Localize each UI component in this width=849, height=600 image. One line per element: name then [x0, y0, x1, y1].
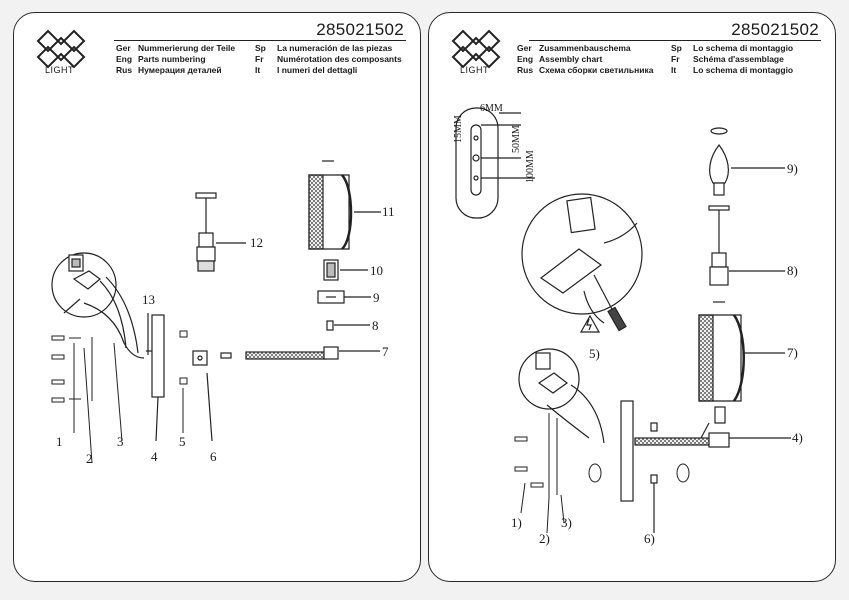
part-8-nut: [326, 320, 370, 331]
label-part-7: 7: [382, 344, 389, 359]
dimension-100mm: 100MM: [525, 150, 536, 183]
bulb: [709, 127, 785, 196]
label-step-8: 8): [787, 263, 798, 278]
label-step-2: 2): [539, 531, 550, 546]
label-step-7: 7): [787, 345, 798, 360]
label-step-1: 1): [511, 515, 522, 530]
electric-warning-icon: [579, 314, 601, 333]
label-step-9: 9): [787, 161, 798, 176]
label-part-11: 11: [382, 204, 395, 219]
part-4-wall-plate: [146, 313, 165, 442]
label-part-3: 3: [117, 434, 124, 449]
header-rule: [529, 40, 821, 41]
wiring-detail-small: [518, 348, 605, 444]
screwdriver-detail: [521, 193, 643, 332]
wiring-detail: [51, 252, 145, 359]
label-part-2: 2: [86, 451, 93, 466]
parts-exploded-drawing: [51, 160, 381, 464]
part-10-holder: [323, 259, 368, 281]
dimension-6mm: 6MM: [480, 103, 503, 114]
label-part-4: 4: [151, 449, 158, 464]
dimension-15mm: 15MM: [453, 115, 464, 143]
logo-text: LIGHT: [460, 65, 490, 75]
part-5-screws: [179, 330, 188, 433]
header-rule: [114, 40, 406, 41]
label-part-1: 1: [56, 434, 63, 449]
label-step-6: 6): [644, 531, 655, 546]
label-part-9: 9: [373, 290, 380, 305]
part-7-arm: [245, 346, 380, 360]
part-11-shade: [308, 160, 381, 250]
label-step-4: 4): [792, 430, 803, 445]
label-step-5: 5): [589, 346, 600, 361]
mounting-plate-dimensions: [455, 107, 535, 219]
mw-light-logo-icon: [36, 29, 86, 69]
label-step-3: 3): [561, 515, 572, 530]
wall-plate-assembly: [620, 400, 791, 533]
part-9-clip: [317, 290, 371, 304]
label-part-13: 13: [142, 292, 155, 307]
mw-light-logo-icon: [451, 29, 501, 69]
article-code: 285021502: [731, 20, 819, 39]
label-part-6: 6: [210, 449, 217, 464]
part-12-socket: [195, 192, 246, 272]
article-code: 285021502: [316, 20, 404, 39]
part-6-plate: [192, 350, 232, 442]
socket: [708, 205, 785, 286]
logo-text: LIGHT: [45, 65, 75, 75]
label-part-12: 12: [250, 235, 263, 250]
fasteners-1-3: [514, 413, 565, 534]
rotation-arrows-icon: [588, 463, 690, 483]
parts-1-3-fasteners: [51, 335, 123, 464]
dimension-50mm: 50MM: [511, 125, 522, 153]
label-part-10: 10: [370, 263, 383, 278]
assembly-drawing: [455, 107, 791, 534]
label-part-5: 5: [179, 434, 186, 449]
shade: [698, 301, 785, 424]
label-part-8: 8: [372, 318, 379, 333]
